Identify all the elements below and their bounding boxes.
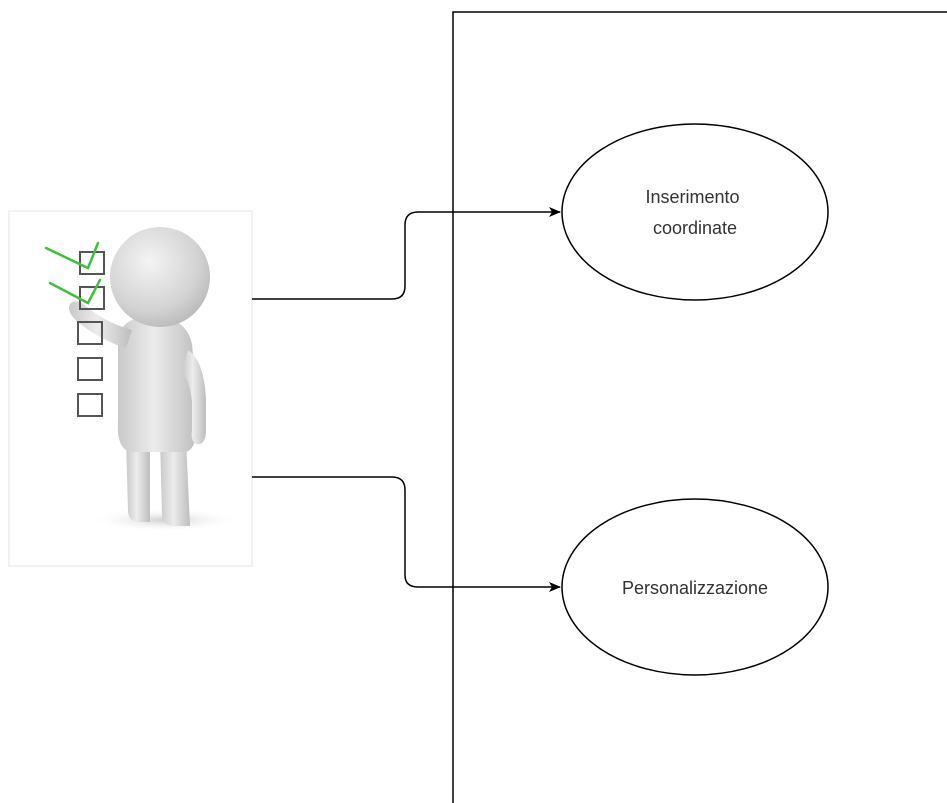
use-case-label-line: coordinate — [653, 218, 737, 238]
use-case-ellipse — [561, 123, 829, 301]
use-case-inserimento-coordinate[interactable]: Inserimento coordinate — [561, 123, 829, 301]
svg-text:Inserimento coordinate: Inserimento coordinate — [645, 187, 744, 238]
use-case-label-line: Personalizzazione — [622, 578, 768, 598]
check-marks — [44, 241, 102, 305]
use-case-ellipse — [561, 498, 829, 676]
svg-text:Personalizzazione: Personalizzazione — [622, 578, 768, 598]
connector-to-personalizzazione — [252, 476, 561, 592]
actor[interactable] — [8, 210, 253, 567]
person-with-checklist-icon — [44, 227, 240, 532]
system-boundary — [452, 11, 947, 803]
use-case-personalizzazione[interactable]: Personalizzazione — [561, 498, 829, 676]
connector-to-inserimento — [252, 207, 561, 300]
use-case-label-line: Inserimento — [645, 187, 739, 207]
